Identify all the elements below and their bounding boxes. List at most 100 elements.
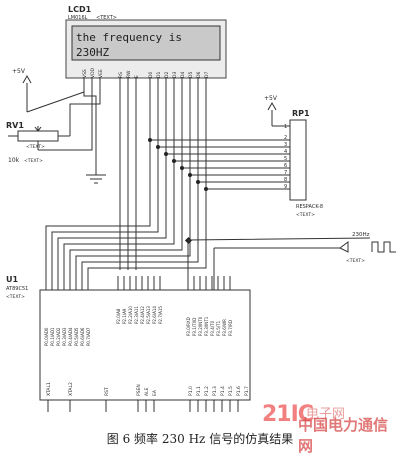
lcd-pin-label: D5	[188, 72, 194, 78]
lcd-part-label: LM016L	[68, 15, 88, 21]
u1-pin-label: P2.1/A9	[122, 308, 127, 324]
u1-pin-label: P2.3/A11	[134, 306, 139, 324]
u1-pin-label: P2.5/A13	[146, 306, 151, 324]
signal-source	[187, 237, 396, 290]
u1-pin-label: P0.2/AD2	[56, 327, 61, 346]
lcd-pin-label: VDD	[90, 67, 96, 78]
data-bus	[45, 92, 280, 290]
watermark-logo: 21IC 电子网 中国电力通信网	[262, 402, 400, 455]
u1-pin-label: P1.2	[204, 386, 210, 396]
u1-pin-label: P1.0	[188, 386, 194, 396]
ground-symbol	[86, 174, 106, 184]
u1-pin-label: PSEN	[136, 384, 142, 396]
u1-pin-label: P2.4/A12	[140, 306, 145, 324]
lcd-pin-labels: VSS VDD VEE RS RW E D0 D1 D2 D3 D4 D5 D6…	[82, 67, 210, 78]
lcd-pin-stubs	[83, 78, 207, 92]
lcd-line1: the frequency is	[76, 31, 182, 44]
u1-pin-label: P0.6/AD6	[80, 327, 85, 346]
u1-pin-label: P3.3/INT1	[204, 316, 209, 336]
u1-p2-stubs	[117, 276, 161, 290]
lcd-line2: 230HZ	[76, 46, 109, 59]
u1-pin-label: P1.5	[228, 386, 234, 396]
u1-p3-labels: P3.0/RXD P3.1/TXD P3.2/INT0 P3.3/INT1 P3…	[186, 316, 233, 336]
u1-pin-label: P3.4/T0	[210, 320, 215, 336]
u1-pin-label: P2.7/A15	[158, 306, 163, 324]
u1-pin-label: P1.1	[196, 386, 202, 396]
lcd-pin-label: VSS	[82, 69, 88, 78]
u1-bottom-stubs	[47, 400, 239, 412]
watermark-number: 21IC	[262, 402, 314, 427]
u1-pin-label: P0.4/AD4	[68, 327, 73, 346]
rp1-part-label: RESPACK-8	[296, 204, 323, 210]
rp1-pin-stubs	[280, 139, 290, 190]
u1-pin-label: P3.2/INT0	[198, 316, 203, 336]
lcd-ref-label: LCD1	[68, 5, 92, 14]
u1-pin-label: EA	[152, 389, 158, 396]
rp1-resistor-pack	[289, 119, 307, 201]
rp1-pin-label: 7	[284, 170, 287, 176]
u1-pin-label: P3.5/T1	[216, 320, 221, 336]
u1-ctrl-labels: XTAL1 XTAL2 RST PSEN ALE EA	[46, 382, 158, 396]
rp1-text-tag: <TEXT>	[296, 212, 315, 218]
u1-pin-label: P3.1/TXD	[192, 318, 197, 336]
rp1-pin-label: 6	[284, 163, 287, 169]
u1-p1-labels: P1.0 P1.1 P1.2 P1.3 P1.4 P1.5 P1.6 P1.7	[188, 386, 250, 396]
lcd-pin-label: D4	[180, 72, 186, 78]
schematic-diagram: LCD1 LM016L <TEXT> the frequency is 230H…	[6, 5, 396, 412]
lcd-pin-label: D6	[196, 72, 202, 78]
signal-text-tag: <TEXT>	[346, 258, 365, 264]
control-bus	[119, 92, 137, 270]
lcd-pin-label: RS	[118, 72, 124, 78]
right-power-label: +5V	[264, 95, 278, 102]
u1-pin-label: XTAL1	[46, 382, 52, 396]
u1-pin-label: RST	[104, 387, 110, 396]
u1-pin-label: P3.0/RXD	[186, 317, 191, 336]
left-power-label: +5V	[12, 68, 26, 75]
rp1-pin-labels: 1 2 3 4 5 6 7 8 9	[284, 124, 287, 190]
figure-caption: 图 6 频率 230 Hz 信号的仿真结果	[106, 432, 294, 446]
lcd-pin-label: RW	[126, 70, 132, 78]
u1-ref-label: U1	[6, 275, 18, 284]
lcd-pin-label: D2	[164, 72, 170, 78]
signal-label: 230Hz	[352, 232, 370, 238]
rv1-text-tag: <TEXT>	[26, 144, 45, 150]
rp1-pin-label: 3	[284, 142, 287, 148]
u1-pin-label: XTAL2	[68, 382, 74, 396]
u1-body	[39, 289, 251, 401]
u1-pin-label: P1.4	[220, 386, 226, 396]
u1-pin-label: P2.0/A8	[116, 308, 121, 324]
rp1-pin-label: 8	[284, 177, 287, 183]
u1-pin-label: P0.0/AD0	[44, 327, 49, 346]
lcd-pin-label: D1	[156, 72, 162, 78]
rp1-pin-label: 4	[284, 149, 287, 155]
rp1-ref-label: RP1	[292, 109, 310, 118]
lcd-pin-label: VEE	[98, 69, 104, 78]
u1-pin-label: P2.6/A14	[152, 306, 157, 324]
lcd-pin-label: E	[134, 75, 140, 78]
rv1-ref-label: RV1	[6, 121, 24, 130]
u1-pin-label: P1.3	[212, 386, 218, 396]
right-power-symbol	[267, 101, 290, 127]
lcd-pin-label: D7	[204, 72, 210, 78]
watermark-line1: 电子网	[306, 407, 346, 422]
u1-pin-label: ALE	[144, 387, 150, 396]
u1-pin-label: P0.1/AD1	[50, 327, 55, 346]
u1-pin-label: P2.2/A10	[128, 306, 133, 324]
u1-pin-label: P1.7	[244, 386, 250, 396]
u1-p0-labels: P0.0/AD0 P0.1/AD1 P0.2/AD2 P0.3/AD3 P0.4…	[44, 327, 91, 346]
lcd-pin-label: D0	[148, 72, 154, 78]
rp1-pin-label: 2	[284, 135, 287, 141]
lcd-text-tag: <TEXT>	[96, 15, 117, 21]
u1-pin-label: P1.6	[236, 386, 242, 396]
u1-pin-label: P0.3/AD3	[62, 327, 67, 346]
u1-pin-label: P0.7/AD7	[86, 327, 91, 346]
rv1-text-tag-2: <TEXT>	[24, 158, 43, 164]
rv1-potentiometer	[8, 126, 70, 150]
u1-text-tag: <TEXT>	[6, 294, 25, 300]
lcd-pin-label: D3	[172, 72, 178, 78]
rp1-pin-label: 9	[284, 184, 287, 190]
u1-p2-labels: P2.0/A8 P2.1/A9 P2.2/A10 P2.3/A11 P2.4/A…	[116, 306, 163, 324]
rp1-pin-label: 1	[284, 124, 287, 130]
u1-pin-label: P3.6/WR	[222, 319, 227, 336]
u1-pin-label: P0.5/AD5	[74, 327, 79, 346]
